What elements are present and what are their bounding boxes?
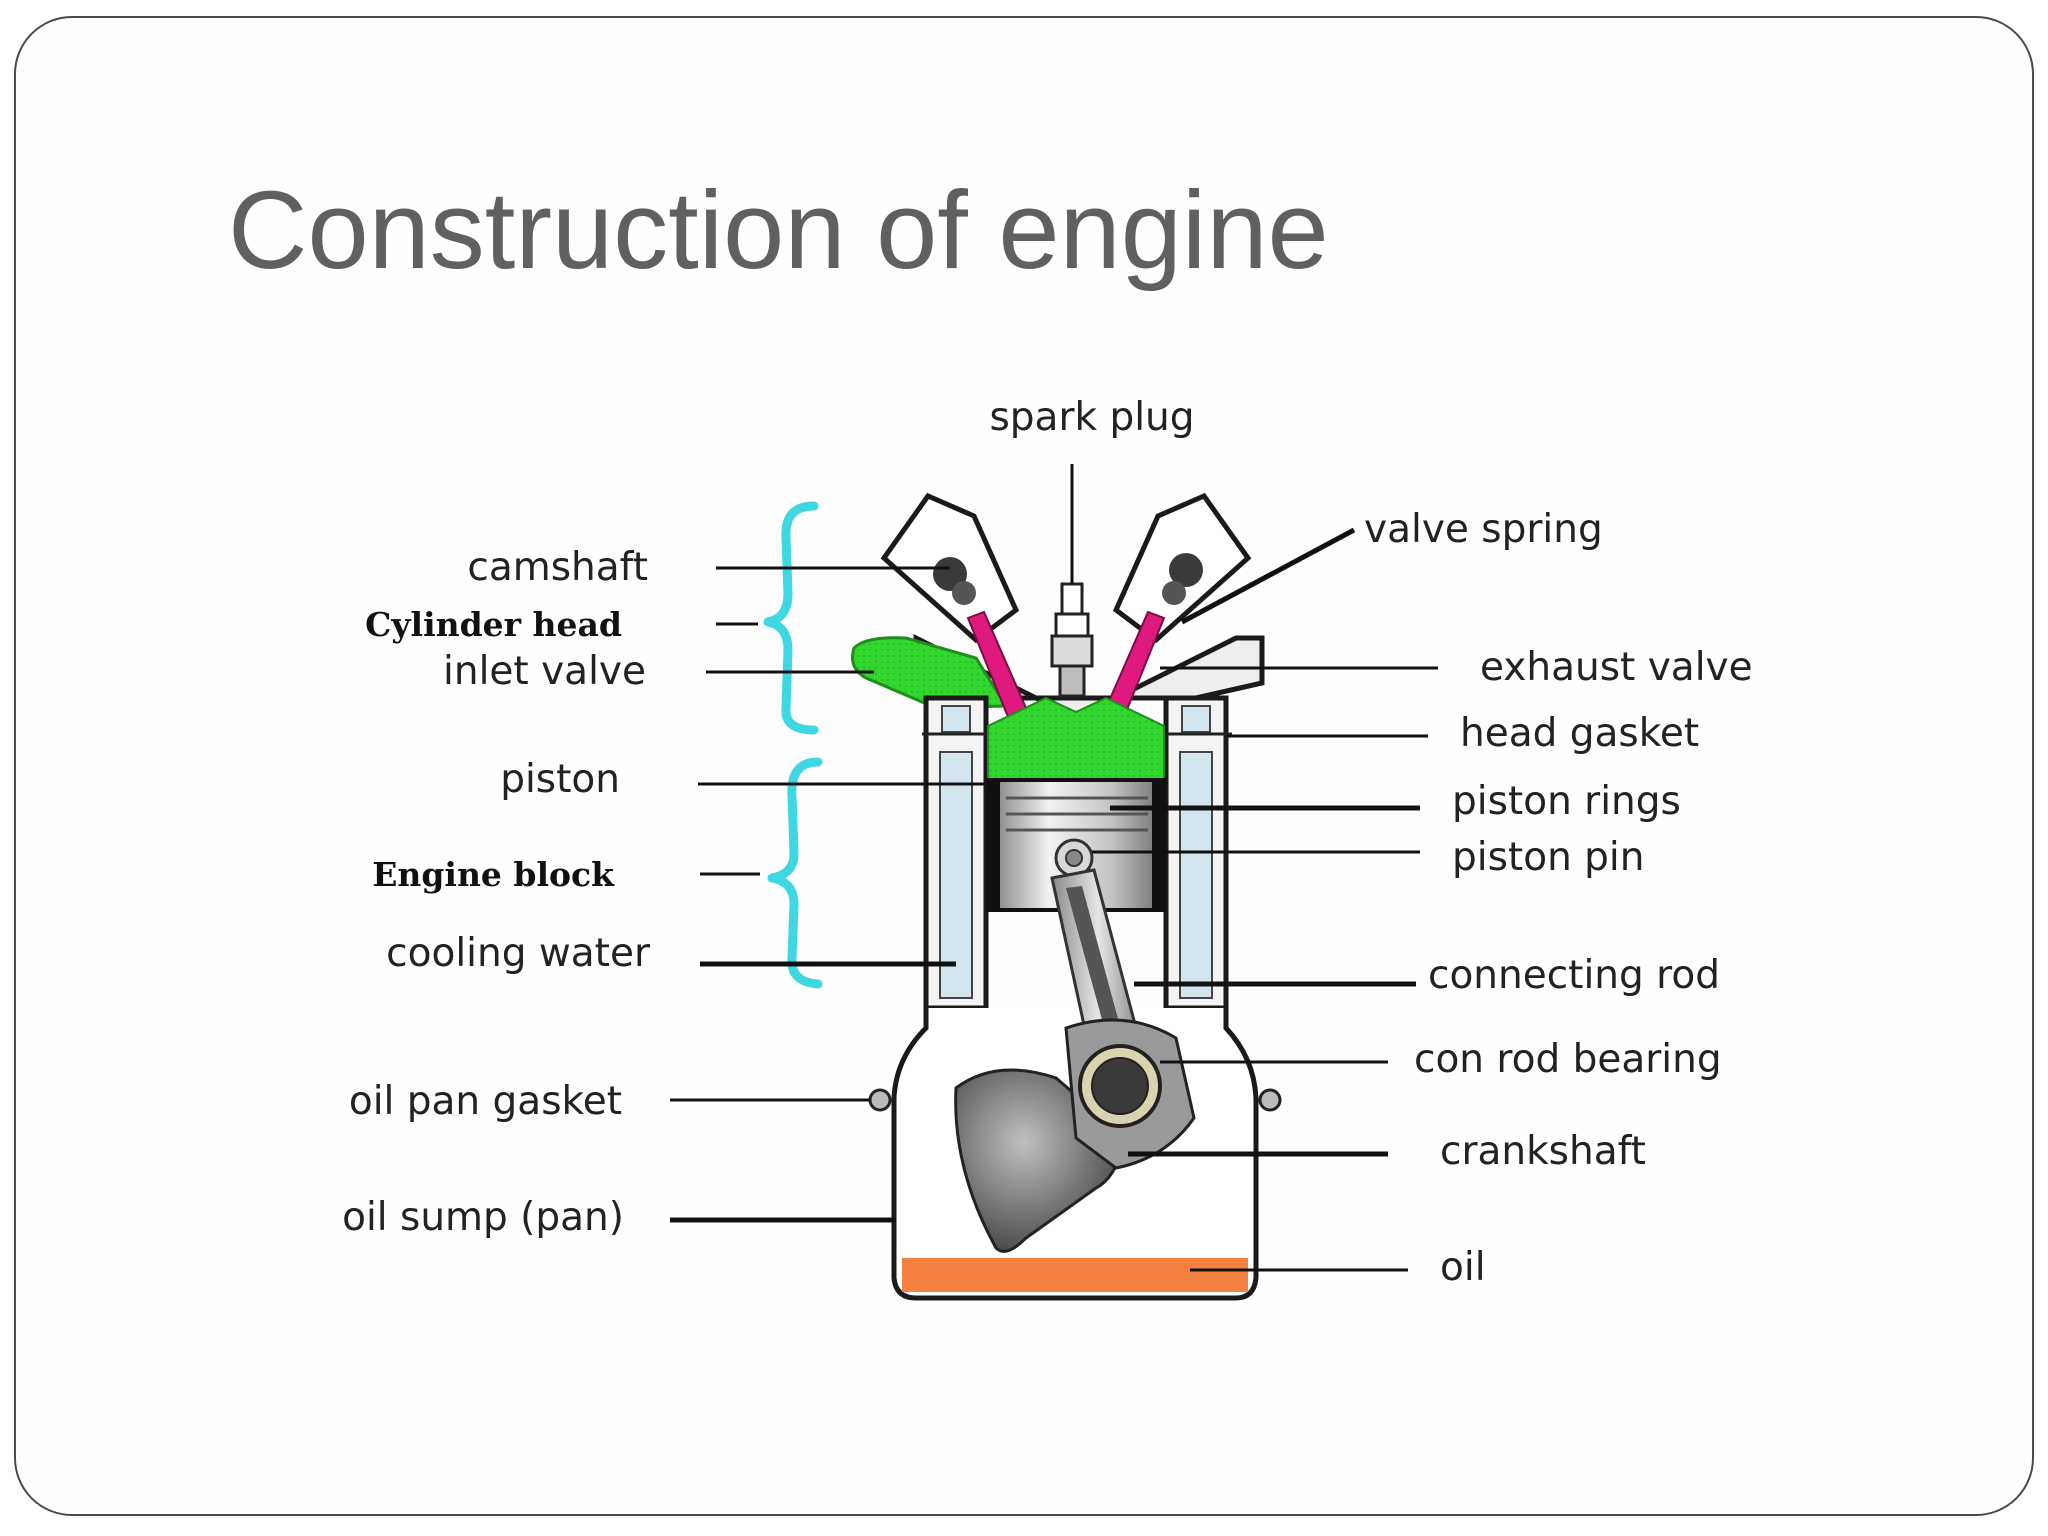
right-camshaft-lobe (1169, 553, 1203, 587)
label-exhaust-valve: exhaust valve (1480, 645, 1753, 690)
cylinder-head-brace (763, 501, 819, 735)
label-con-rod-bearing: con rod bearing (1414, 1037, 1722, 1082)
oil-pan-gasket-bolt-right (1258, 1088, 1282, 1112)
label-piston-rings: piston rings (1452, 779, 1681, 824)
label-connecting-rod: connecting rod (1428, 953, 1720, 998)
label-cylinder-head: Cylinder head (365, 605, 622, 644)
label-crankshaft: crankshaft (1440, 1129, 1646, 1174)
cylinder-head (851, 492, 1265, 721)
cooling-water-left (939, 751, 973, 999)
leader-valve-spring (1180, 527, 1356, 625)
label-piston: piston (500, 757, 620, 802)
slide: Construction of engine (14, 16, 2034, 1516)
label-engine-block: Engine block (372, 855, 615, 894)
crankshaft (954, 1018, 1196, 1253)
label-inlet-valve: inlet valve (443, 649, 646, 694)
label-piston-pin: piston pin (1452, 835, 1645, 880)
oil-level (902, 1258, 1248, 1292)
label-head-gasket: head gasket (1460, 711, 1699, 756)
label-cooling-water: cooling water (386, 931, 651, 976)
engine-diagram: camshaft Cylinder head inlet valve pisto… (342, 395, 1753, 1301)
engine-block-brace (767, 757, 823, 989)
slide-title: Construction of engine (228, 169, 1329, 292)
label-valve-spring: valve spring (1364, 507, 1603, 552)
label-camshaft: camshaft (467, 545, 648, 590)
label-oil-pan-gasket: oil pan gasket (349, 1079, 622, 1124)
label-oil: oil (1440, 1245, 1486, 1290)
oil-pan-gasket-bolt-left (868, 1088, 892, 1112)
label-oil-sump: oil sump (pan) (342, 1195, 624, 1240)
left-camshaft-lobe-2 (952, 581, 976, 605)
label-spark-plug: spark plug (989, 395, 1194, 440)
engine-block (922, 695, 1232, 1011)
cooling-water-right (1179, 751, 1213, 999)
spark-plug (1050, 582, 1094, 698)
right-camshaft-lobe-2 (1162, 581, 1186, 605)
